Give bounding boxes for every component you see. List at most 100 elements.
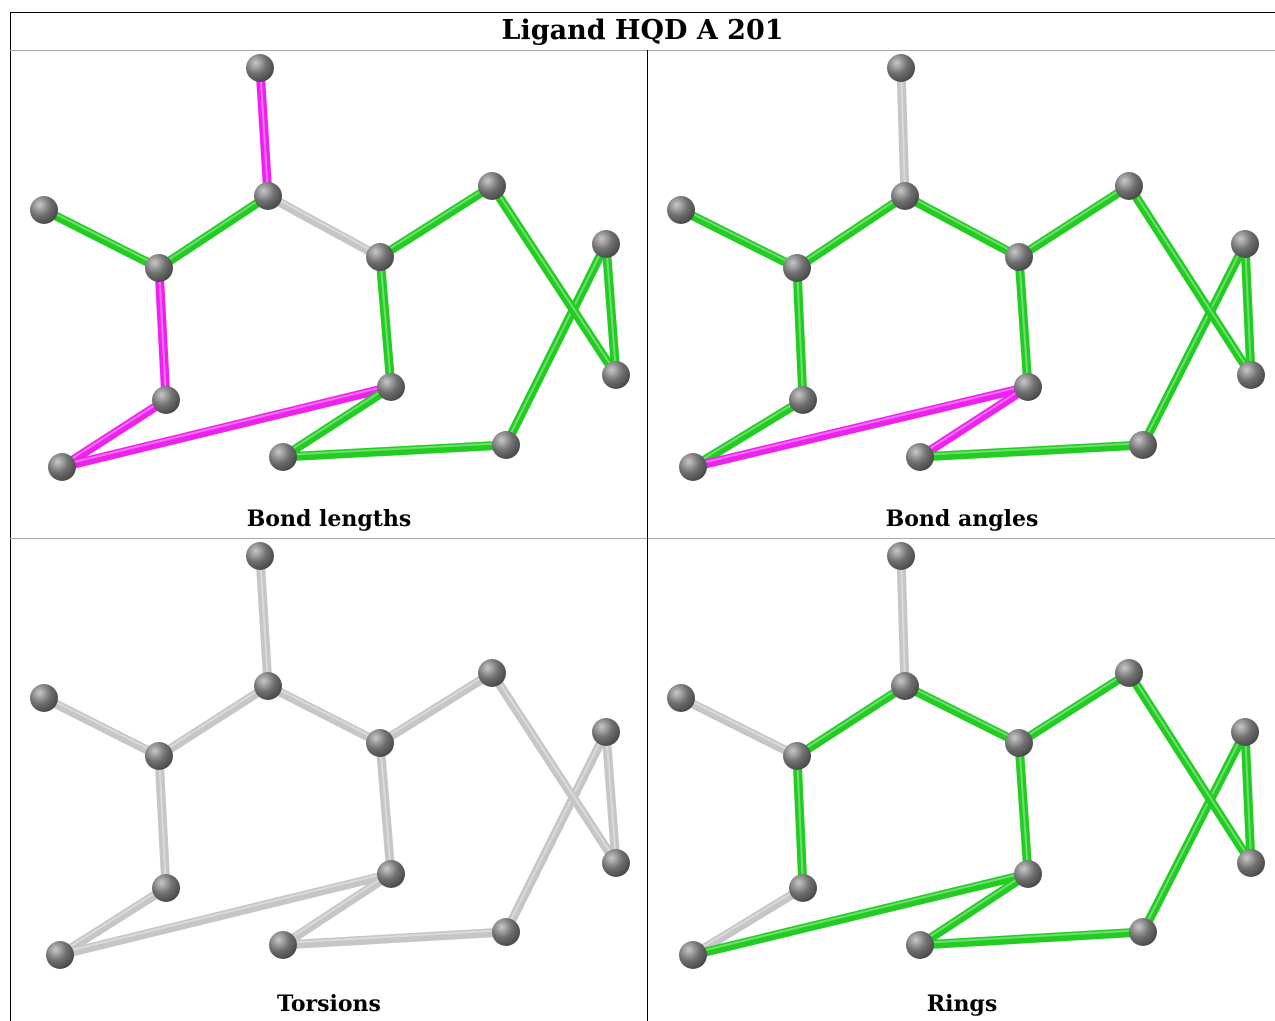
bond-highlight [796, 683, 906, 755]
bond-a2-a3 [39, 693, 164, 761]
atom-a6 [478, 172, 506, 200]
bond-highlight [605, 729, 617, 862]
panel-torsions [30, 542, 630, 969]
bond-a9-a12 [915, 869, 1033, 950]
atom-a9 [377, 373, 405, 401]
bond-highlight [43, 695, 160, 755]
atom-a2 [30, 196, 58, 224]
atom-a5 [366, 729, 394, 757]
bond-highlight [919, 384, 1029, 456]
bond-a8-a9 [55, 869, 396, 960]
atom-a7 [789, 386, 817, 414]
bond-a7-a8 [688, 395, 808, 472]
bond-a3-a4 [154, 681, 273, 761]
bond-highlight [505, 729, 607, 931]
atom-a11 [1237, 849, 1265, 877]
bond-a10-a11 [1240, 239, 1256, 380]
bond-highlight [61, 384, 392, 466]
bond-a7-a8 [688, 883, 808, 960]
panel-bond-lengths [30, 54, 630, 481]
bond-highlight [692, 397, 804, 466]
atom-a10 [592, 718, 620, 746]
bond-highlight [379, 183, 493, 256]
bond-highlight [900, 65, 906, 195]
bond-a2-a3 [676, 693, 802, 761]
bond-highlight [1142, 729, 1246, 931]
bond-highlight [1018, 670, 1130, 742]
bond-highlight [259, 553, 269, 685]
bond-a13-a10 [501, 727, 611, 937]
title-divider [10, 50, 1275, 51]
atom-a13 [492, 918, 520, 946]
column-divider [647, 50, 648, 1021]
bond-highlight [282, 871, 392, 944]
bond-highlight [491, 670, 617, 862]
bond-a8-a9 [688, 869, 1033, 960]
atom-a6 [1115, 172, 1143, 200]
bond-a3-a4 [792, 191, 910, 273]
bond-a3-a7 [154, 263, 171, 405]
atom-a2 [667, 684, 695, 712]
bond-highlight [491, 183, 617, 374]
bond-a11-a6 [487, 668, 621, 868]
bond-highlight [796, 265, 804, 399]
bond-a2-a3 [39, 205, 164, 273]
atom-a11 [1237, 361, 1265, 389]
bond-a11-a6 [1124, 181, 1256, 380]
panel-rings [667, 542, 1265, 969]
bond-highlight [904, 193, 1020, 256]
atom-a4 [254, 672, 282, 700]
atom-a11 [602, 361, 630, 389]
bond-highlight [379, 670, 493, 742]
bond-a3-a4 [154, 191, 273, 273]
bond-highlight [919, 442, 1144, 456]
bond-a5-a9 [1014, 738, 1033, 879]
atom-a5 [1005, 243, 1033, 271]
bond-highlight [796, 193, 906, 267]
bond-highlight [1018, 183, 1130, 256]
bond-a12-a13 [278, 927, 511, 950]
atom-a12 [906, 443, 934, 471]
bond-highlight [900, 553, 906, 685]
bond-a1-a4 [255, 63, 273, 201]
bond-a12-a13 [915, 440, 1148, 462]
atom-a1 [887, 542, 915, 570]
atom-a8 [48, 453, 76, 481]
bond-highlight [259, 65, 269, 195]
bond-highlight [796, 753, 804, 887]
bond-a8-a9 [57, 382, 396, 472]
atom-a5 [1005, 729, 1033, 757]
bond-a10-a11 [1240, 727, 1256, 868]
atom-a4 [891, 672, 919, 700]
bond-highlight [505, 241, 607, 444]
bond-highlight [692, 384, 1029, 466]
bond-highlight [282, 929, 507, 944]
panel-label-torsions: Torsions [277, 991, 381, 1017]
atom-a4 [254, 182, 282, 210]
atom-a5 [366, 243, 394, 271]
atom-a3 [783, 254, 811, 282]
bond-a6-a5 [375, 181, 497, 262]
bond-highlight [680, 207, 798, 267]
panel-bond-angles [667, 54, 1265, 481]
bond-highlight [1128, 670, 1252, 862]
bond-a9-a12 [915, 382, 1033, 462]
bond-highlight [379, 740, 392, 873]
panel-label-bond-angles: Bond angles [885, 506, 1039, 532]
panel-label-rings: Rings [926, 991, 998, 1017]
bond-highlight [379, 254, 392, 386]
bond-a4-a5 [263, 191, 385, 262]
atom-a10 [592, 230, 620, 258]
atom-a1 [246, 54, 274, 82]
bond-highlight [59, 885, 167, 954]
atom-a10 [1231, 230, 1259, 258]
bond-a1-a4 [896, 551, 910, 691]
bond-highlight [282, 384, 392, 456]
atom-a13 [492, 431, 520, 459]
bond-highlight [1018, 740, 1029, 873]
row-divider [10, 538, 1275, 539]
left-border [10, 12, 11, 1021]
atom-a8 [679, 453, 707, 481]
bond-highlight [1244, 729, 1252, 862]
